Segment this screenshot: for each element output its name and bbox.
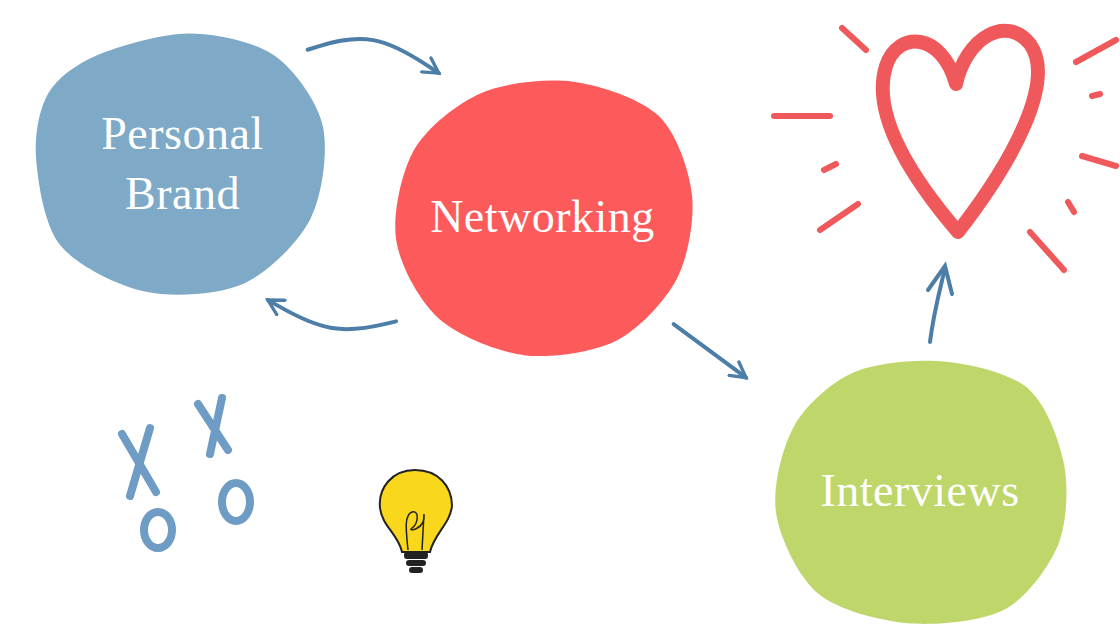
blob-fill	[395, 81, 692, 357]
tic-tac-toe-marks	[122, 398, 250, 548]
heart-icon	[774, 28, 1116, 270]
blob-fill	[775, 361, 1066, 624]
o-mark	[222, 483, 250, 521]
heart-ray	[1068, 202, 1074, 212]
blob-shape	[30, 28, 335, 300]
bulb-base	[404, 552, 428, 559]
curved-arrow	[674, 324, 746, 377]
up-arrow	[928, 266, 952, 342]
curved-arrow	[308, 39, 439, 73]
blob-node: Networking	[390, 76, 695, 358]
node-text-group: Personal Brand	[68, 104, 298, 224]
heart-outline	[883, 31, 1038, 232]
x-mark	[198, 398, 228, 454]
x-mark	[122, 428, 156, 496]
node-label: Interviews	[820, 461, 1019, 521]
node-label: Networking	[430, 187, 655, 247]
node-text-group: Networking	[430, 187, 655, 247]
o-mark	[144, 512, 172, 548]
bulb-filament	[406, 512, 424, 550]
bulb-glass	[380, 470, 452, 552]
arrow-head	[928, 266, 952, 294]
blob-node: Interviews	[770, 356, 1070, 626]
bulb-base	[409, 567, 423, 573]
blob-fill	[36, 33, 325, 294]
heart-ray	[1030, 232, 1064, 270]
heart-ray	[774, 113, 830, 119]
heart-ray	[1082, 156, 1116, 166]
heart-ray	[1076, 40, 1116, 62]
blob-node: Personal Brand	[30, 28, 335, 300]
heart-ray	[1092, 94, 1100, 96]
heart-ray	[842, 28, 866, 50]
node-label: Personal Brand	[68, 104, 298, 224]
node-text-group: Interviews	[820, 461, 1019, 521]
heart-ray	[820, 204, 858, 230]
bulb-base	[406, 560, 426, 566]
lightbulb-icon	[380, 470, 452, 573]
curved-arrow	[268, 300, 396, 329]
heart-ray	[824, 164, 836, 170]
